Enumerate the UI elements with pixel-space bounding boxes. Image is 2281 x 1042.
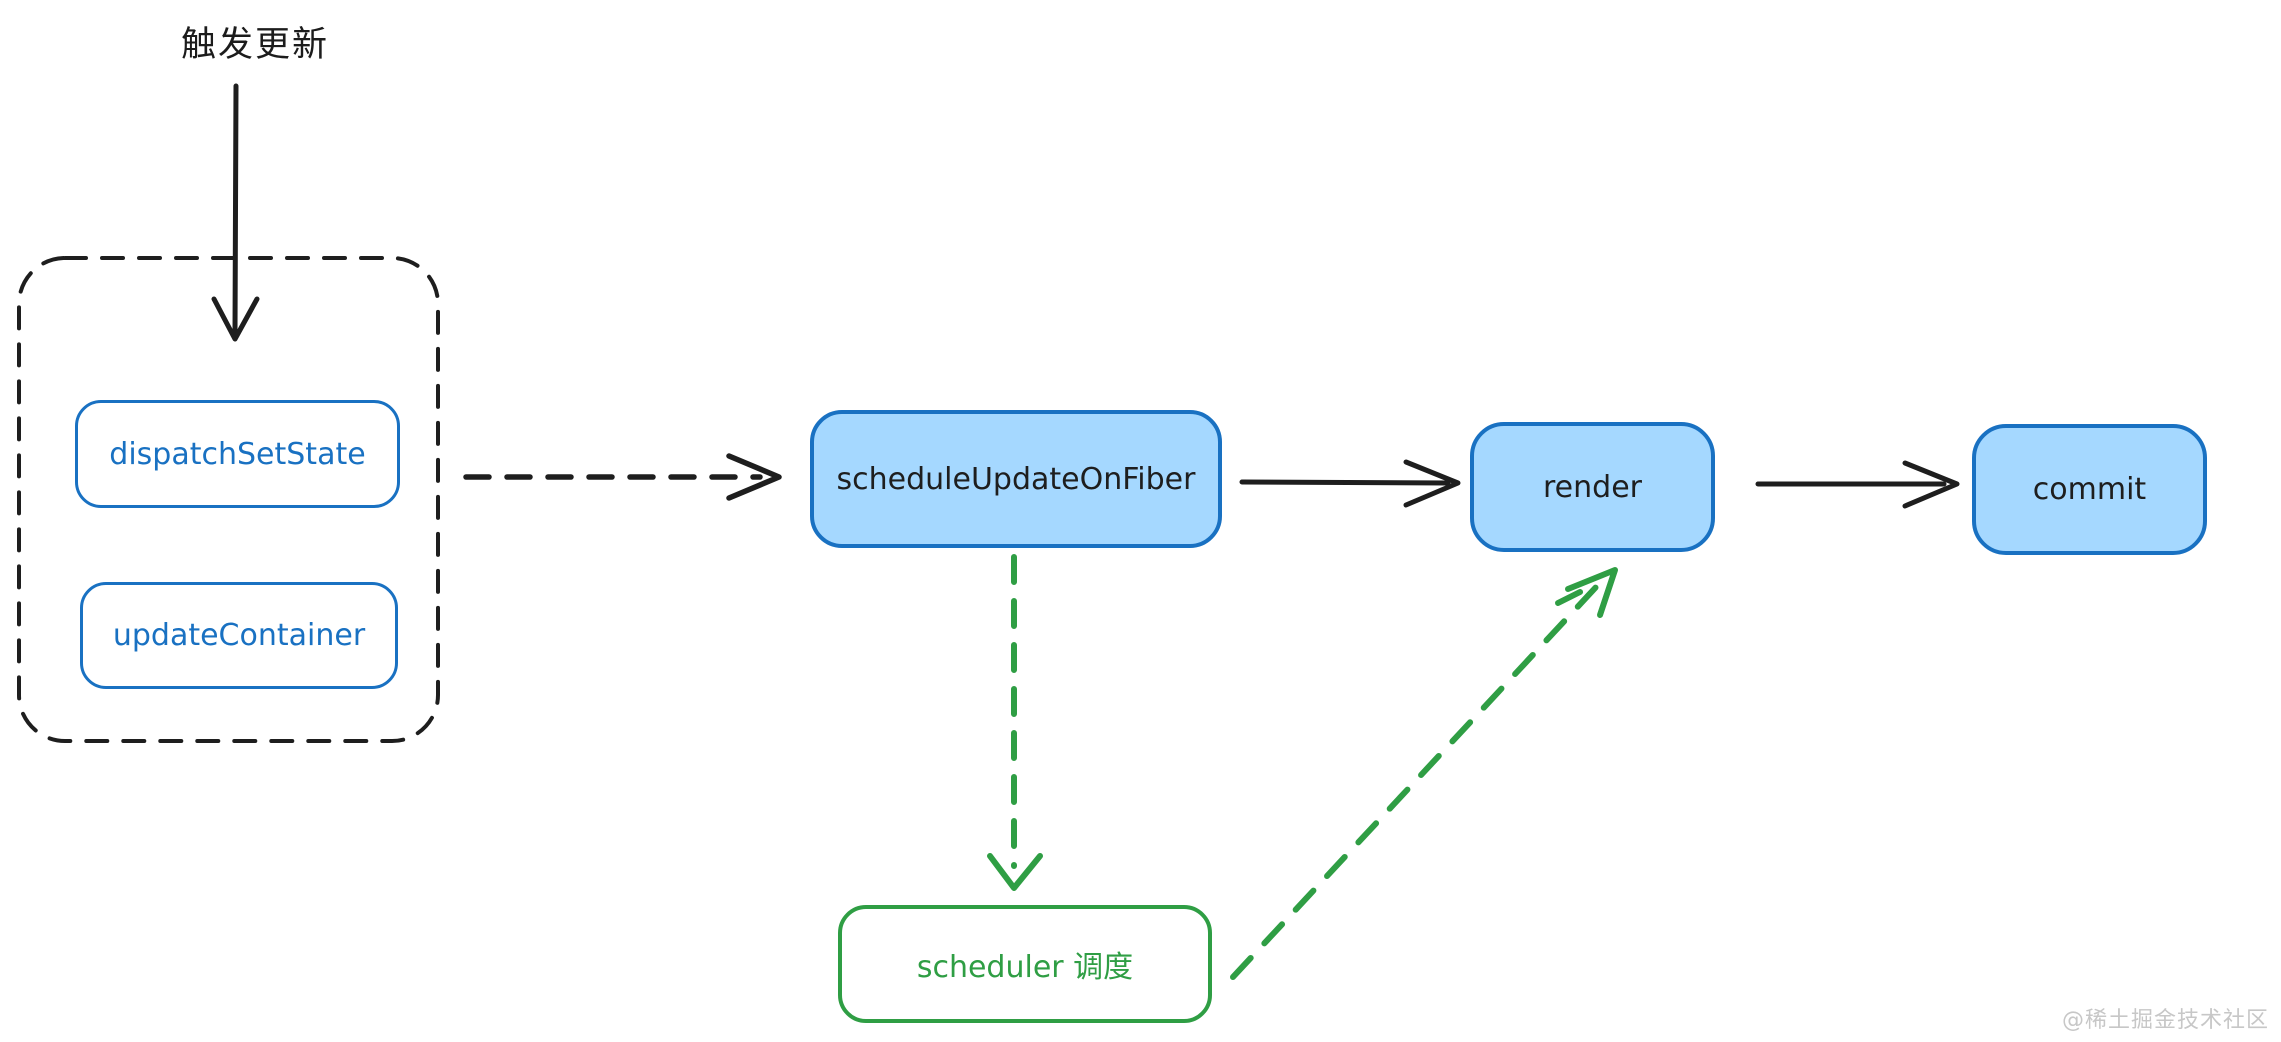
arrow-trigger-down xyxy=(211,83,260,342)
node-scheduler-label: scheduler 调度 xyxy=(916,950,1134,985)
watermark: @稀土掘金技术社区 xyxy=(2061,1008,2269,1033)
node-schedule-update-on-fiber-label: scheduleUpdateOnFiber xyxy=(836,461,1196,497)
node-dispatch-set-state: dispatchSetState xyxy=(75,400,400,508)
arrow-schedule-to-render xyxy=(1239,459,1461,508)
node-scheduler: scheduler 调度 xyxy=(838,905,1212,1023)
arrow-scheduler-to-render xyxy=(1230,567,1618,980)
arrow-render-to-commit xyxy=(1755,460,1960,509)
arrow-schedule-to-scheduler xyxy=(987,554,1043,891)
node-commit-label: commit xyxy=(2032,472,2147,507)
node-dispatch-set-state-label: dispatchSetState xyxy=(109,436,366,472)
node-schedule-update-on-fiber: scheduleUpdateOnFiber xyxy=(810,410,1222,548)
trigger-update-label: 触发更新 xyxy=(181,25,330,65)
node-render: render xyxy=(1470,422,1715,552)
node-update-container: updateContainer xyxy=(80,582,398,689)
node-commit: commit xyxy=(1972,424,2207,555)
arrow-group-to-schedule xyxy=(463,453,782,501)
node-render-label: render xyxy=(1543,469,1642,505)
node-update-container-label: updateContainer xyxy=(112,618,366,653)
